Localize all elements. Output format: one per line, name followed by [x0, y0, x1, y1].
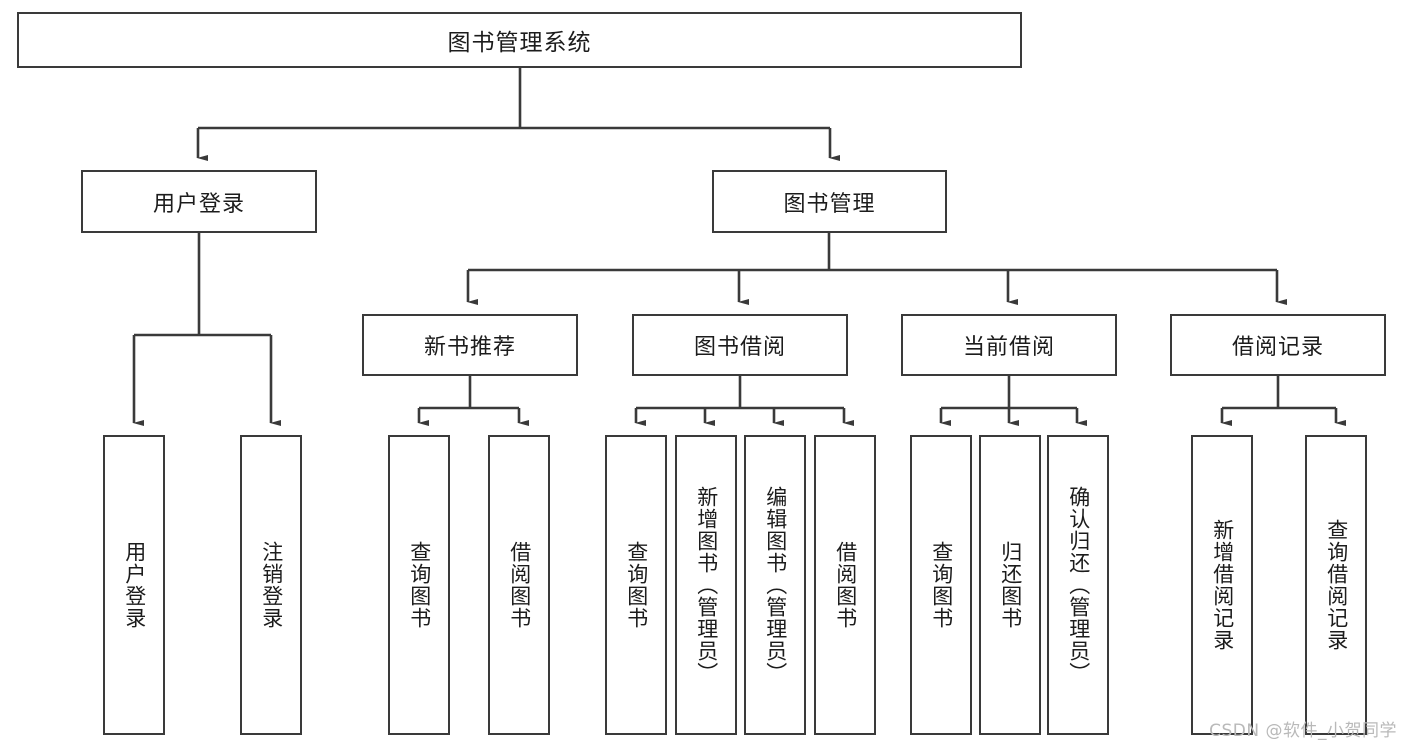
leaf-borrow-add-book-admin[interactable]: 新增图书（管理员） — [675, 435, 737, 735]
leaf-current-return-book[interactable]: 归还图书 — [979, 435, 1041, 735]
leaf-new-book-borrow[interactable]: 借阅图书 — [488, 435, 550, 735]
leaf-current-query-book[interactable]: 查询图书 — [910, 435, 972, 735]
leaf-record-query-record[interactable]: 查询借阅记录 — [1305, 435, 1367, 735]
node-book-management[interactable]: 图书管理 — [712, 170, 947, 233]
leaf-label: 借阅图书 — [507, 541, 532, 629]
leaf-current-confirm-return-admin[interactable]: 确认归还（管理员） — [1047, 435, 1109, 735]
leaf-label: 查询图书 — [929, 541, 954, 629]
node-current-borrow[interactable]: 当前借阅 — [901, 314, 1117, 376]
leaf-label: 新增图书（管理员） — [694, 486, 719, 684]
csdn-watermark: CSDN @软件_小贺同学 — [1209, 721, 1397, 741]
leaf-user-login-logout[interactable]: 注销登录 — [240, 435, 302, 735]
node-book-borrow[interactable]: 图书借阅 — [632, 314, 848, 376]
leaf-label: 用户登录 — [122, 541, 147, 629]
leaf-label: 查询图书 — [407, 541, 432, 629]
leaf-borrow-borrow-book[interactable]: 借阅图书 — [814, 435, 876, 735]
leaf-user-login-login[interactable]: 用户登录 — [103, 435, 165, 735]
node-borrow-record[interactable]: 借阅记录 — [1170, 314, 1386, 376]
leaf-label: 注销登录 — [259, 541, 284, 629]
node-root-system[interactable]: 图书管理系统 — [17, 12, 1022, 68]
leaf-label: 确认归还（管理员） — [1066, 486, 1091, 684]
leaf-borrow-edit-book-admin[interactable]: 编辑图书（管理员） — [744, 435, 806, 735]
leaf-borrow-query-book[interactable]: 查询图书 — [605, 435, 667, 735]
leaf-label: 借阅图书 — [833, 541, 858, 629]
leaf-label: 编辑图书（管理员） — [763, 486, 788, 684]
leaf-label: 查询图书 — [624, 541, 649, 629]
leaf-label: 新增借阅记录 — [1210, 519, 1235, 651]
leaf-new-book-query[interactable]: 查询图书 — [388, 435, 450, 735]
node-new-book-recommend[interactable]: 新书推荐 — [362, 314, 578, 376]
leaf-record-add-record[interactable]: 新增借阅记录 — [1191, 435, 1253, 735]
leaf-label: 归还图书 — [998, 541, 1023, 629]
leaf-label: 查询借阅记录 — [1324, 519, 1349, 651]
node-user-login[interactable]: 用户登录 — [81, 170, 317, 233]
